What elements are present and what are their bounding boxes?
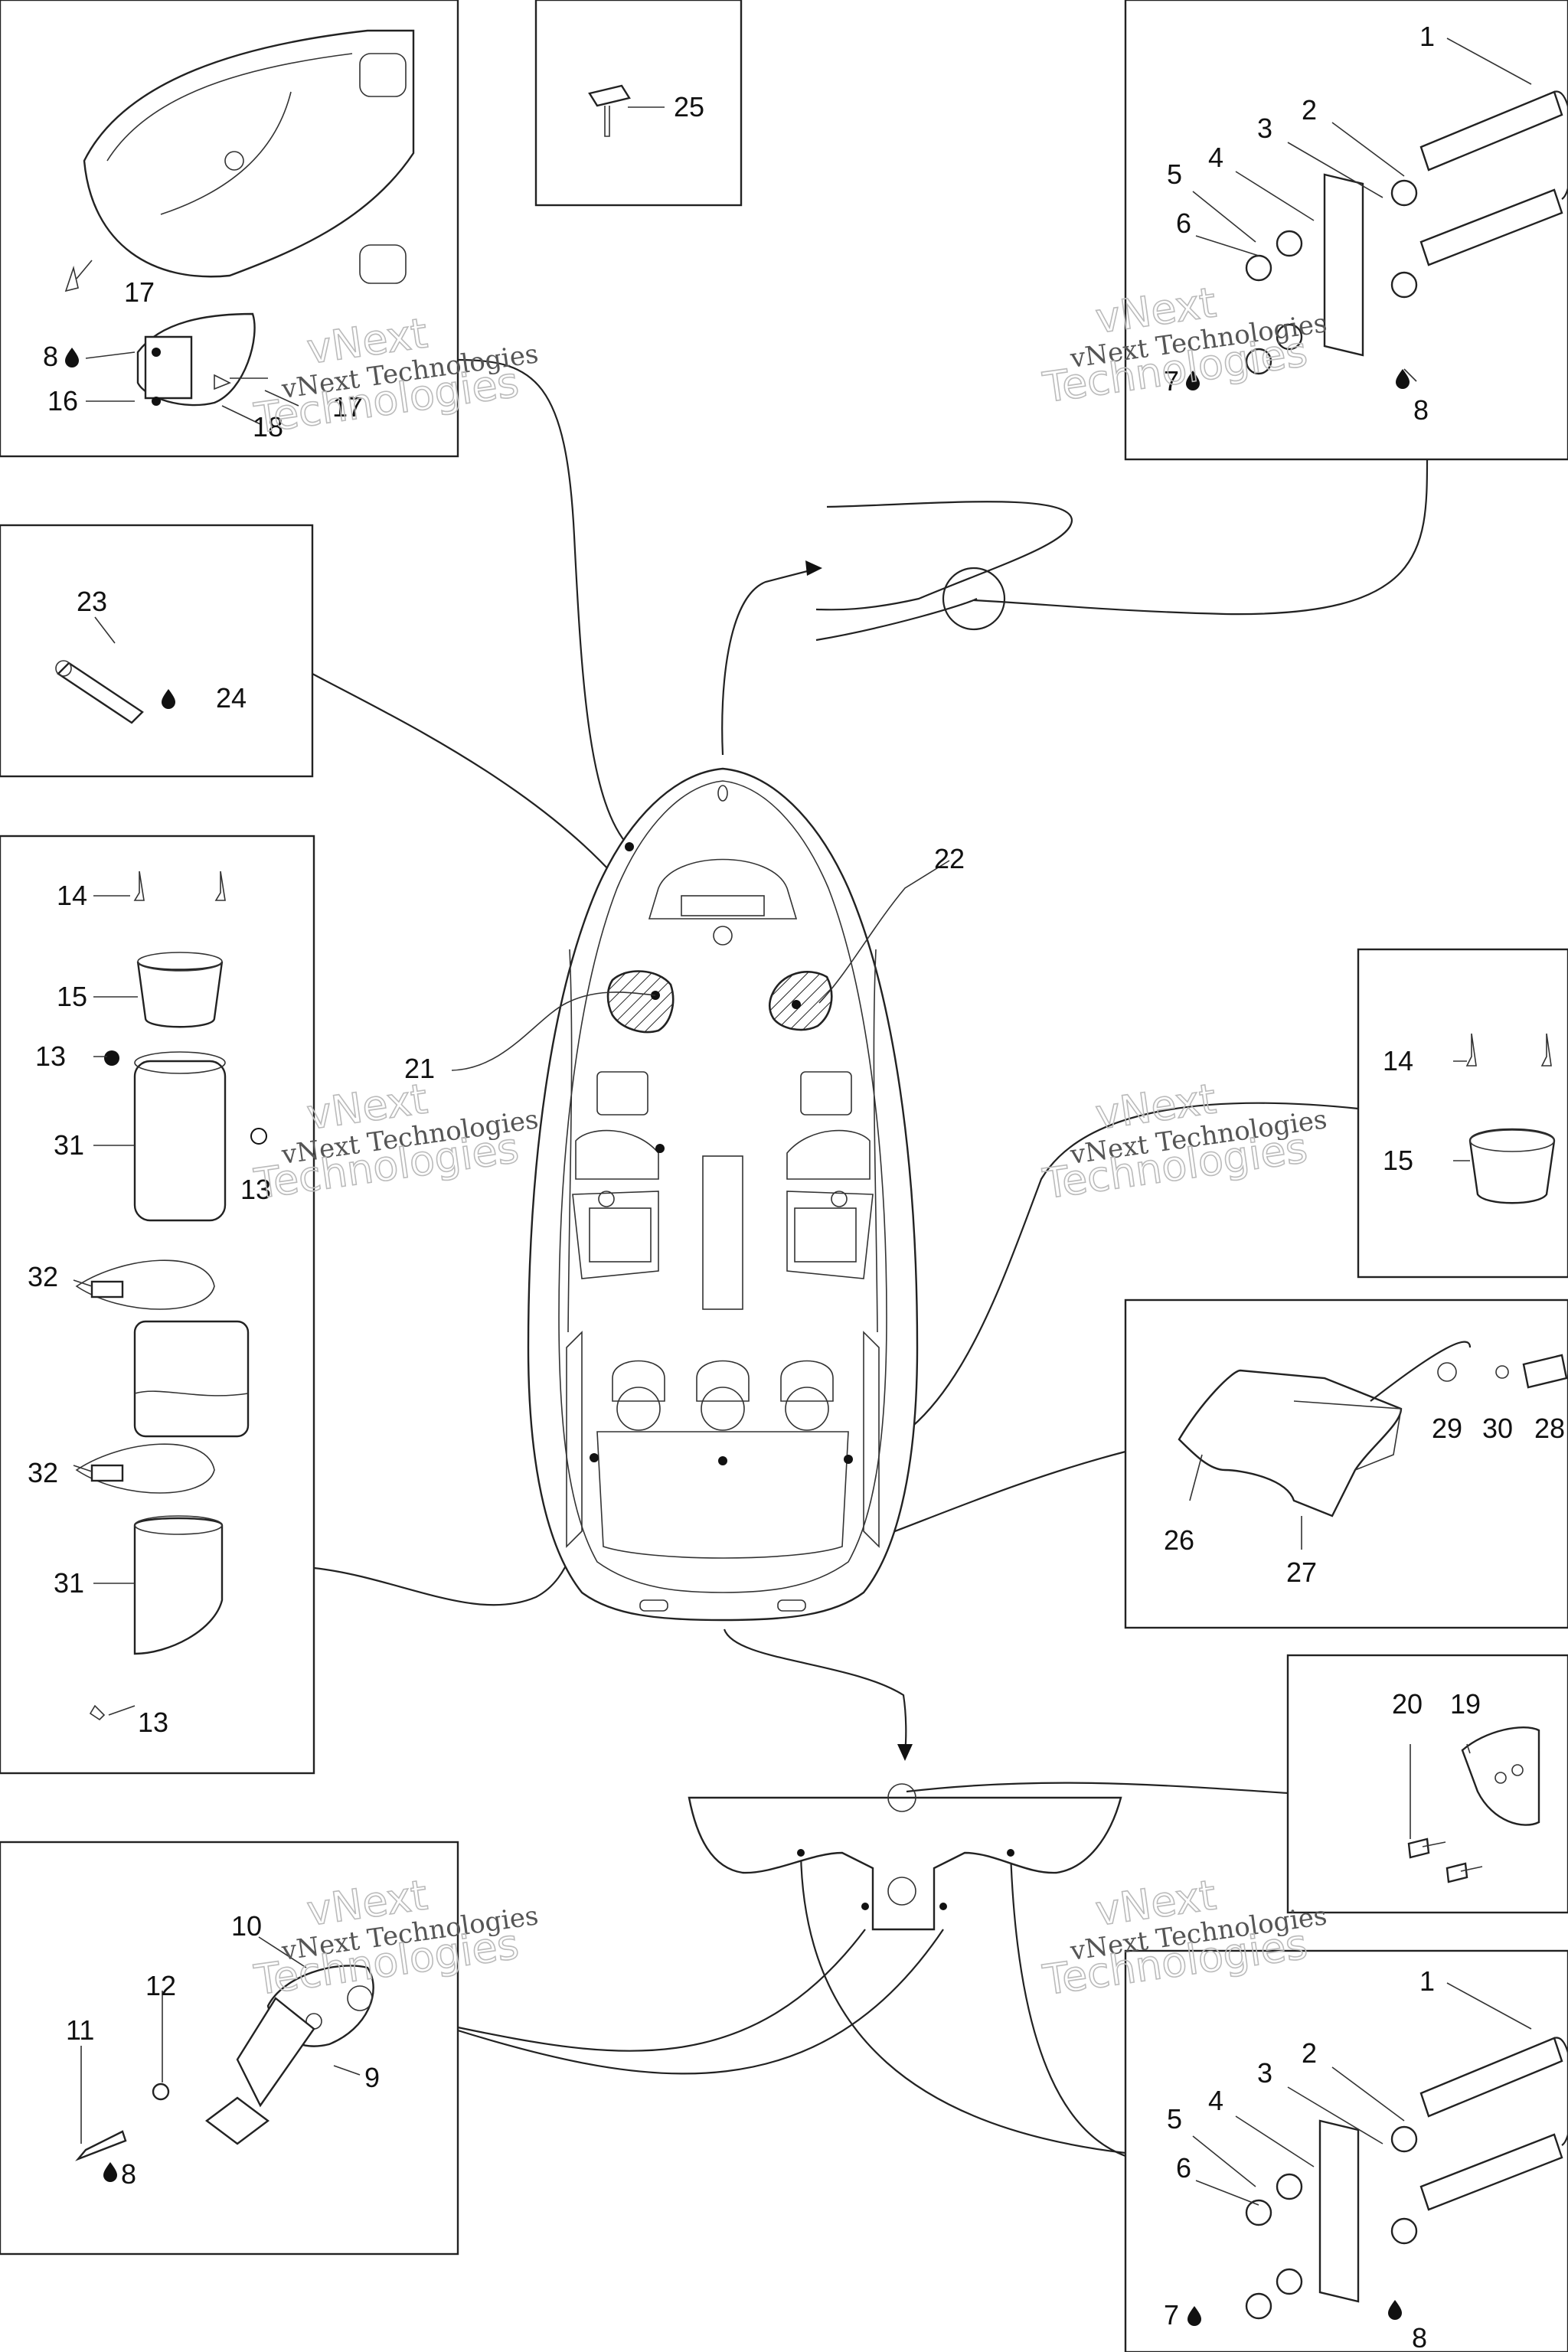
- inset-box-screw: [534, 0, 743, 207]
- callout-2-bottom: 2: [1302, 2037, 1317, 2069]
- stern-bracket: [688, 1783, 1122, 1931]
- callout-2-top: 2: [1302, 94, 1317, 126]
- callout-11: 11: [66, 2014, 94, 2046]
- splash-cover-inset-parts: [1178, 1341, 1568, 1517]
- callout-8-bow: 8: [43, 341, 58, 372]
- callout-4-bottom: 4: [1208, 2085, 1223, 2116]
- callout-21: 21: [404, 1053, 435, 1084]
- cup-holder-inset-parts: [1465, 1033, 1556, 1204]
- leader-lines: [73, 38, 1532, 2206]
- pin-inset-parts: [55, 660, 144, 724]
- callout-10: 10: [231, 1910, 262, 1942]
- callout-20: 20: [1392, 1688, 1423, 1720]
- callout-13-upper: 13: [35, 1040, 66, 1072]
- callout-17-bottom: 17: [332, 391, 363, 423]
- callout-26: 26: [1164, 1524, 1194, 1556]
- callout-8-top: 8: [1413, 394, 1429, 426]
- callout-31-upper: 31: [54, 1129, 84, 1161]
- callout-14-right: 14: [1383, 1045, 1413, 1076]
- callout-3-top: 3: [1257, 113, 1272, 144]
- inset-box-cup-holder: [1357, 948, 1568, 1279]
- callout-5-top: 5: [1167, 158, 1182, 190]
- callout-19: 19: [1450, 1688, 1481, 1720]
- callout-17-top: 17: [124, 276, 155, 308]
- callout-27: 27: [1286, 1557, 1317, 1588]
- callout-32-lower: 32: [28, 1457, 58, 1488]
- callout-31-lower: 31: [54, 1567, 84, 1599]
- clip-inset-parts: [1407, 1726, 1540, 1883]
- drain-plug-inset-parts: [75, 1965, 374, 2161]
- inset-box-drain-plug: [0, 1841, 459, 2256]
- callout-1-bottom: 1: [1419, 1965, 1435, 1997]
- callout-29: 29: [1432, 1413, 1462, 1444]
- inset-box-handle-top: [1124, 0, 1568, 461]
- inset-box-bow: [0, 0, 459, 458]
- callout-30: 30: [1482, 1413, 1513, 1444]
- callout-6-bottom: 6: [1176, 2152, 1191, 2184]
- inset-box-tubes: [0, 835, 315, 1775]
- callout-22: 22: [934, 843, 965, 874]
- callout-labels: 1 2 3 4 5 6 7 8 8 16 17 17 18 25 23 24 2…: [28, 21, 1565, 2352]
- callout-15-left: 15: [57, 981, 87, 1012]
- handle-bottom-parts: [1245, 2037, 1568, 2320]
- callout-13-mid: 13: [240, 1174, 271, 1205]
- callout-24: 24: [216, 682, 247, 714]
- inset-box-clip: [1286, 1654, 1568, 1914]
- callout-28: 28: [1534, 1413, 1565, 1444]
- callout-8-bottom: 8: [1412, 2322, 1427, 2352]
- bow-inset-parts: [64, 29, 415, 407]
- inset-box-splash-cover: [1124, 1298, 1568, 1629]
- hull-deck: [527, 767, 919, 1622]
- callout-1-top: 1: [1419, 21, 1435, 52]
- callout-25: 25: [674, 91, 704, 122]
- callout-16: 16: [47, 385, 78, 416]
- callout-14-left: 14: [57, 880, 87, 911]
- inset-box-pin: [0, 524, 314, 778]
- callout-15-right: 15: [1383, 1145, 1413, 1176]
- callout-4-top: 4: [1208, 142, 1223, 173]
- inset-box-handle-bottom: [1124, 1949, 1568, 2352]
- callout-23: 23: [77, 586, 107, 617]
- callout-32-upper: 32: [28, 1261, 58, 1292]
- callout-3-bottom: 3: [1257, 2057, 1272, 2089]
- callout-18: 18: [253, 411, 283, 443]
- hook-connector: [815, 501, 1073, 642]
- screw-25-part: [588, 84, 631, 137]
- callout-7-top: 7: [1164, 365, 1179, 397]
- tubes-inset-parts: [75, 871, 267, 1721]
- callout-6-top: 6: [1176, 207, 1191, 239]
- callout-5-bottom: 5: [1167, 2103, 1182, 2135]
- callout-13-lower: 13: [138, 1707, 168, 1738]
- callout-8-drain: 8: [121, 2158, 136, 2190]
- callout-9: 9: [364, 2062, 380, 2093]
- handle-top-parts: [1245, 90, 1568, 375]
- callout-12: 12: [145, 1970, 176, 2001]
- callout-7-bottom: 7: [1164, 2299, 1179, 2331]
